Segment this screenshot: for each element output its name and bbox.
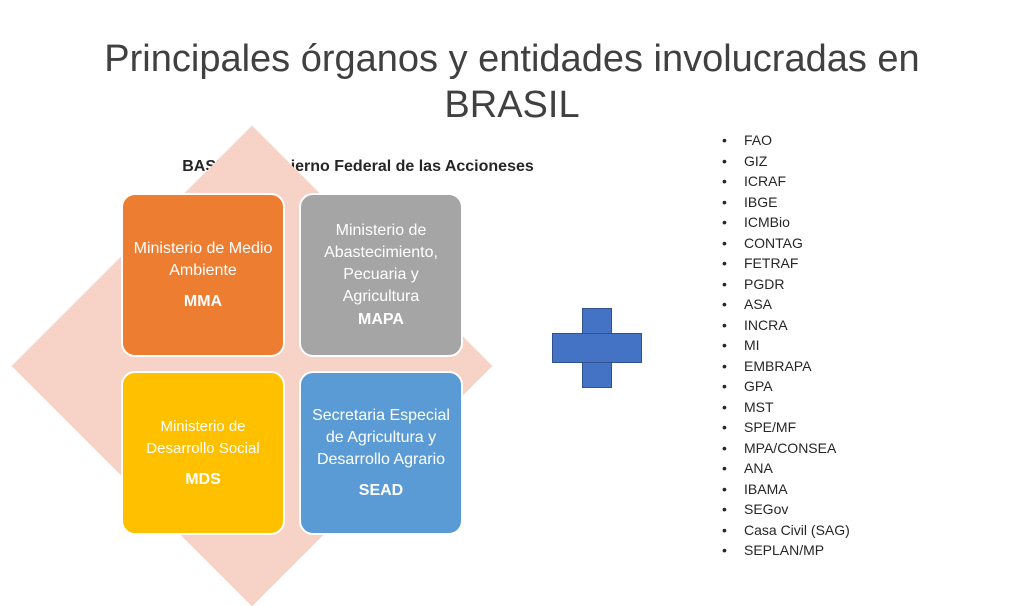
organization-item: GPA	[722, 376, 850, 397]
organization-item: SPE/MF	[722, 417, 850, 438]
organization-item: MST	[722, 397, 850, 418]
organization-item: FETRAF	[722, 253, 850, 274]
organization-item: ICMBio	[722, 212, 850, 233]
organization-item: SEPLAN/MP	[722, 540, 850, 561]
box-mds-name: Ministerio de Desarrollo Social	[146, 418, 260, 457]
organization-item: ASA	[722, 294, 850, 315]
box-mapa-name: Ministerio de Abastecimiento, Pecuaria y…	[324, 222, 438, 305]
box-mma-abbr: MMA	[183, 293, 223, 310]
diagram-subtitle: BASE del Gobierno Federal de las Accione…	[182, 158, 534, 175]
organization-item: Casa Civil (SAG)	[722, 520, 850, 541]
organization-item: ICRAF	[722, 171, 850, 192]
organization-item: IBAMA	[722, 479, 850, 500]
organizations-list: FAOGIZICRAFIBGEICMBioCONTAGFETRAFPGDRASA…	[722, 130, 850, 561]
box-mapa-abbr: MAPA	[358, 311, 404, 328]
organization-item: FAO	[722, 130, 850, 151]
box-mma-name: Ministerio de Medio Ambiente	[133, 240, 273, 279]
box-sead: Secretaria Especial de Agricultura y Des…	[299, 371, 463, 535]
slide-title: Principales órganos y entidades involucr…	[104, 38, 920, 126]
box-sead-abbr: SEAD	[358, 482, 404, 499]
plus-icon	[552, 308, 642, 388]
organization-item: ANA	[722, 458, 850, 479]
organization-item: CONTAG	[722, 233, 850, 254]
box-mds: Ministerio de Desarrollo Social MDS	[121, 371, 285, 535]
organization-item: PGDR	[722, 274, 850, 295]
organization-item: INCRA	[722, 315, 850, 336]
box-mapa: Ministerio de Abastecimiento, Pecuaria y…	[299, 193, 463, 357]
box-mma: Ministerio de Medio Ambiente MMA	[121, 193, 285, 357]
organization-item: IBGE	[722, 192, 850, 213]
organization-item: EMBRAPA	[722, 356, 850, 377]
organization-item: MI	[722, 335, 850, 356]
box-mds-abbr: MDS	[185, 471, 221, 488]
organization-item: GIZ	[722, 151, 850, 172]
organization-item: MPA/CONSEA	[722, 438, 850, 459]
organization-item: SEGov	[722, 499, 850, 520]
box-sead-name: Secretaria Especial de Agricultura y Des…	[312, 407, 450, 468]
